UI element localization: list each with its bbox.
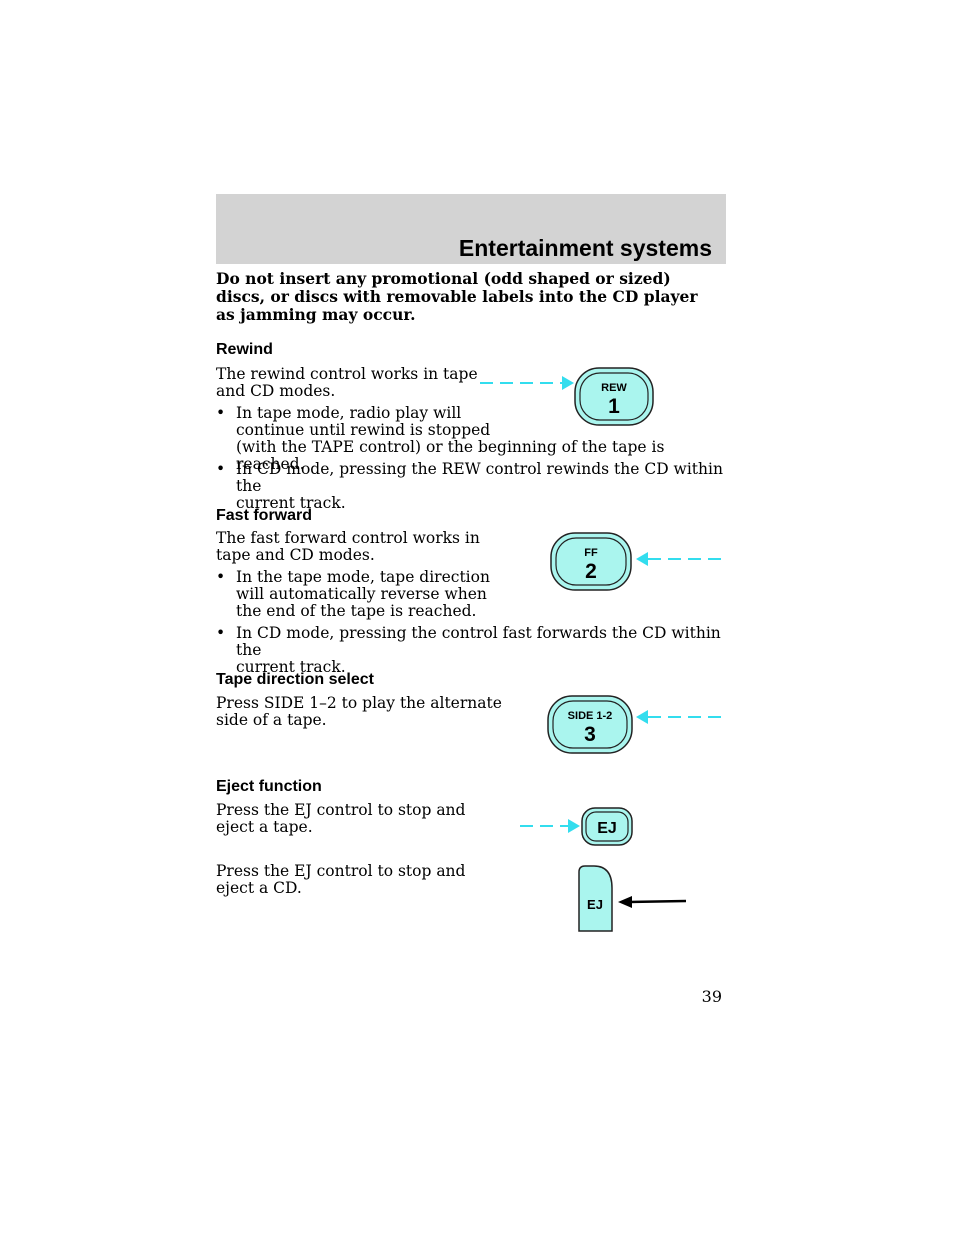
ff-button[interactable]: FF 2 (550, 532, 632, 591)
ej-cd-button-label: EJ (587, 897, 603, 912)
fast-forward-heading: Fast forward (216, 507, 313, 524)
rewind-bullet-tape: • In tape mode, radio play will continue… (216, 404, 665, 473)
page-number: 39 (701, 987, 722, 1006)
solid-arrow-icon (618, 896, 687, 908)
fast-forward-button-figure: FF 2 (550, 532, 725, 591)
rew-button[interactable]: REW 1 (574, 367, 654, 426)
eject-tape-button-figure: EJ (520, 807, 633, 846)
section-title: Entertainment systems (458, 235, 712, 261)
section-header-band: Entertainment systems (216, 194, 726, 264)
bullet: • (216, 568, 226, 586)
warning-text: Do not insert any promotional (odd shape… (216, 269, 698, 324)
rewind-heading: Rewind (216, 341, 273, 358)
eject-tape-text: Press the EJ control to stop and eject a… (216, 801, 466, 836)
dashed-arrow-icon (636, 710, 725, 724)
rew-button-number: 1 (608, 395, 620, 418)
side-button-label: SIDE 1-2 (568, 710, 613, 722)
ff-button-label: FF (584, 547, 598, 559)
dashed-arrow-icon (636, 552, 725, 566)
fast-forward-bullet-tape: • In the tape mode, tape direction will … (216, 568, 490, 620)
ej-tape-button[interactable]: EJ (581, 807, 633, 846)
eject-cd-text: Press the EJ control to stop and eject a… (216, 862, 466, 897)
side-1-2-button[interactable]: SIDE 1-2 3 (547, 695, 633, 754)
fast-forward-intro: The fast forward control works in tape a… (216, 529, 480, 564)
ff-button-number: 2 (585, 560, 597, 583)
rew-button-label: REW (601, 382, 627, 394)
tape-direction-button-figure: SIDE 1-2 3 (547, 695, 725, 754)
ej-cd-button[interactable]: EJ (578, 865, 613, 932)
bullet: • (216, 404, 226, 422)
eject-cd-button-figure: EJ (578, 865, 687, 932)
eject-heading: Eject function (216, 778, 322, 795)
tape-direction-intro: Press SIDE 1–2 to play the alternate sid… (216, 694, 502, 729)
side-button-number: 3 (584, 723, 596, 746)
ej-tape-button-label: EJ (597, 820, 617, 837)
rewind-bullet-cd: • In CD mode, pressing the REW control r… (216, 460, 723, 512)
bullet: • (216, 460, 226, 478)
rewind-button-figure: REW 1 (480, 367, 654, 426)
dashed-arrow-icon (520, 819, 580, 833)
tape-direction-heading: Tape direction select (216, 671, 374, 688)
fast-forward-bullet-cd: • In CD mode, pressing the control fast … (216, 624, 721, 676)
bullet: • (216, 624, 226, 642)
dashed-arrow-icon (480, 376, 574, 390)
rewind-intro: The rewind control works in tape and CD … (216, 365, 478, 400)
